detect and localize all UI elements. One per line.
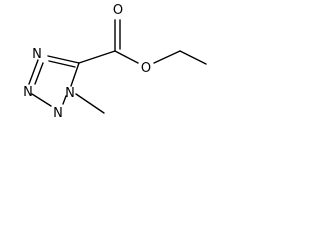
atom-n-top-left: N <box>32 47 42 62</box>
atom-o-carbonyl: O <box>113 3 123 18</box>
bond-c5-carbonyl-c <box>78 50 116 64</box>
bond-n2-n1 <box>28 59 39 85</box>
atom-n-bottom-left: N <box>23 85 33 100</box>
atom-n-right: N <box>65 86 75 101</box>
bond-n-right-c5 <box>70 62 80 87</box>
atom-n-bottom: N <box>53 106 63 121</box>
bond-n2-n1-double <box>34 62 44 85</box>
bond-c5-n2 <box>47 55 80 64</box>
molecule-diagram: N N N N O O <box>0 0 214 140</box>
ethyl-methyl-tetrazole-carboxylate-structure: N N N N O O <box>23 3 207 121</box>
bond-ethyl-ch3 <box>179 50 207 65</box>
bond-n-methyl <box>75 93 105 114</box>
atom-o-ester: O <box>141 61 151 76</box>
bond-n-bottom-n-right <box>62 95 67 105</box>
bond-carbonyl-o-ester <box>114 50 139 64</box>
bond-o-ethyl-ch2 <box>153 50 181 64</box>
bond-n1-n-bottom <box>31 93 52 107</box>
bond-c5-n2-double <box>48 60 76 68</box>
